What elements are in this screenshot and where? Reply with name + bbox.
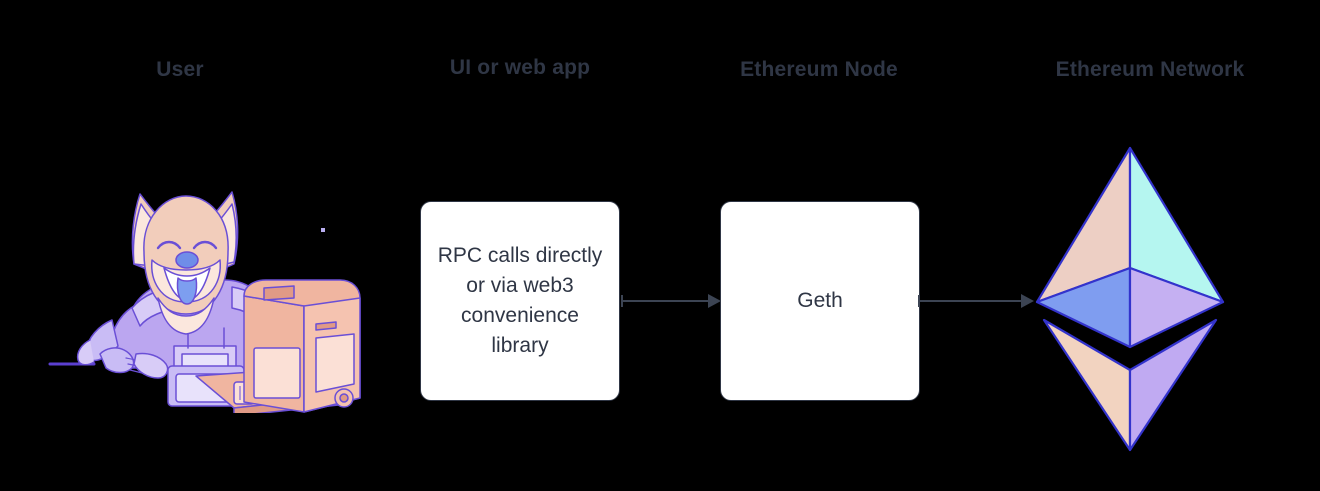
- node-geth[interactable]: Geth: [720, 201, 920, 401]
- node-rpc-calls[interactable]: RPC calls directly or via web3 convenien…: [420, 201, 620, 401]
- arrow-head: [708, 294, 721, 308]
- arrow-rpc-to-geth: [621, 294, 721, 308]
- stray-pixel-artifact: [321, 228, 325, 232]
- user-illustration: [48, 168, 378, 417]
- ethereum-logo: [1030, 142, 1230, 457]
- column-header-user: User: [156, 58, 204, 81]
- ethereum-diamond-icon: [1035, 146, 1225, 452]
- column-header-ethereum-node: Ethereum Node: [740, 58, 898, 81]
- node-rpc-calls-label: RPC calls directly or via web3 convenien…: [437, 244, 603, 357]
- arrow-head: [1021, 294, 1034, 308]
- column-header-ui-or-web-app: UI or web app: [449, 56, 591, 79]
- arrow-shaft: [918, 300, 1022, 302]
- column-header-ethereum-network: Ethereum Network: [1055, 58, 1245, 81]
- node-geth-label: Geth: [797, 289, 843, 313]
- arrow-shaft: [621, 300, 709, 302]
- shiba-at-computer-icon: [48, 191, 361, 417]
- arrow-geth-to-network: [918, 294, 1036, 308]
